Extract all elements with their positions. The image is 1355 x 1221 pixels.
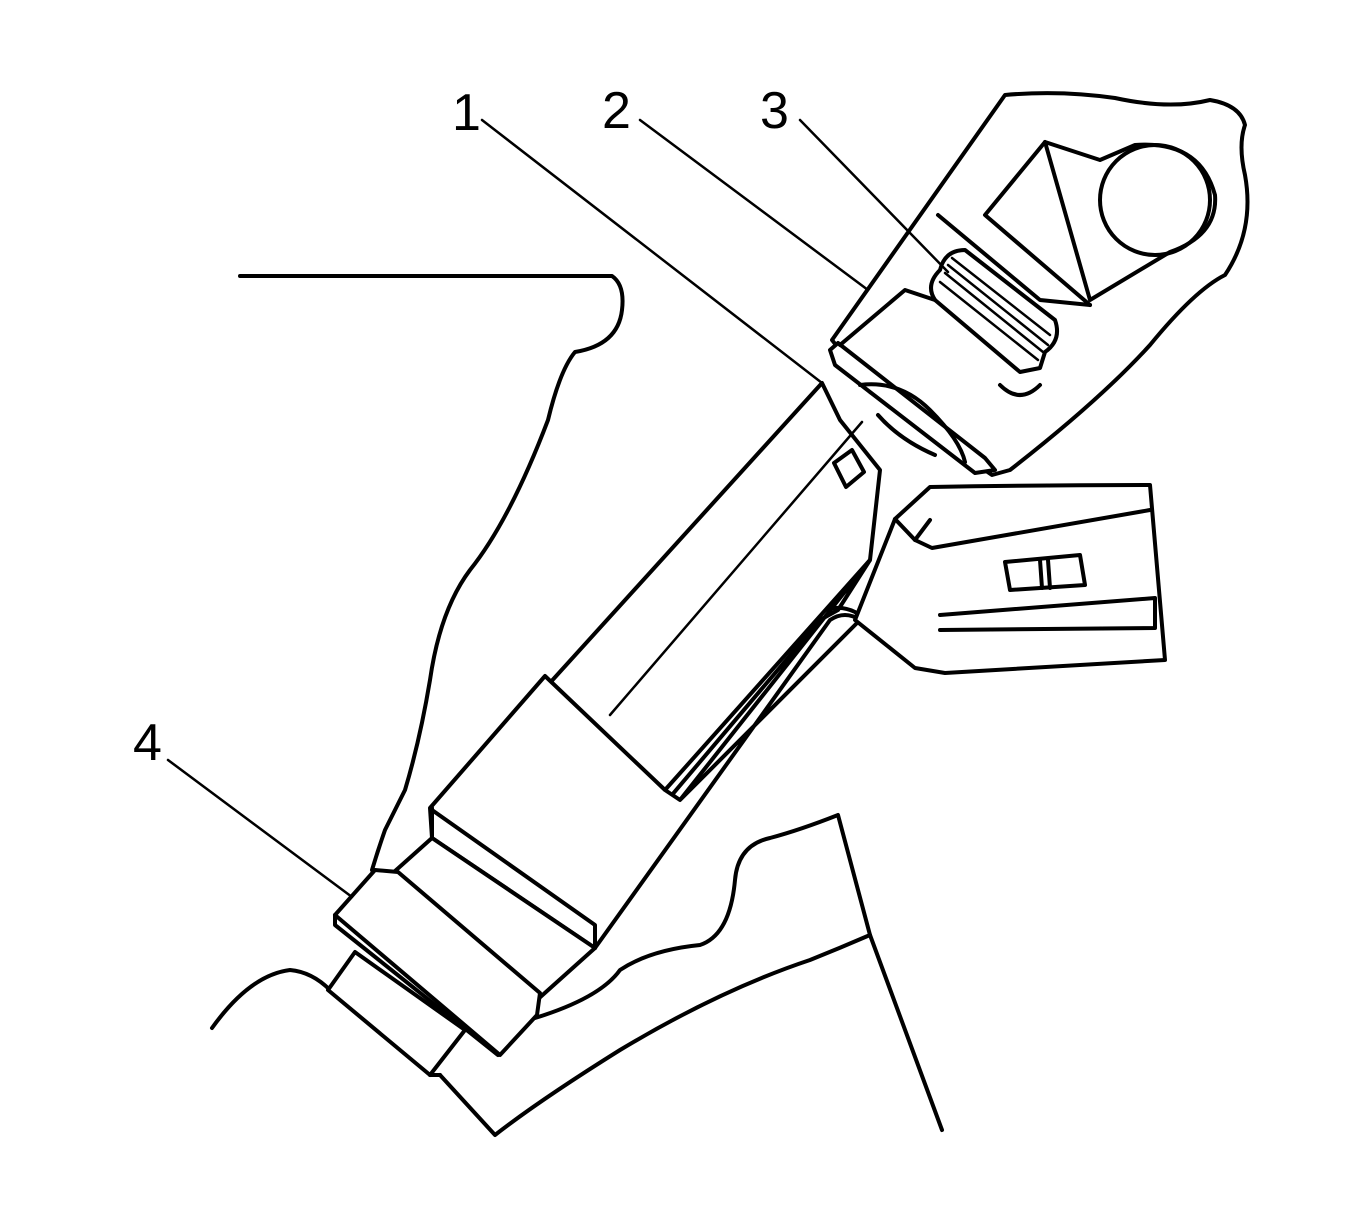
callout-1: 1 bbox=[452, 84, 481, 142]
callout-labels: 1 2 3 4 bbox=[133, 82, 789, 772]
lower-o-ring bbox=[333, 868, 542, 1057]
callout-3: 3 bbox=[760, 82, 789, 140]
injector-nozzle bbox=[326, 950, 467, 1077]
injector-body bbox=[383, 381, 947, 1002]
fuel-rail-housing bbox=[830, 91, 1250, 477]
leader-line-2 bbox=[638, 118, 870, 292]
injector-upper-seat bbox=[828, 288, 1042, 475]
leader-lines bbox=[166, 118, 950, 899]
upper-o-ring bbox=[929, 213, 1092, 374]
callout-4: 4 bbox=[133, 714, 162, 772]
intake-manifold-lower bbox=[210, 813, 944, 1137]
callout-2: 2 bbox=[602, 82, 631, 140]
leader-line-4 bbox=[166, 758, 354, 899]
electrical-connector bbox=[853, 483, 1167, 675]
leader-line-1 bbox=[480, 118, 824, 385]
engine-housing-left bbox=[238, 274, 625, 872]
leader-line-3 bbox=[798, 118, 950, 274]
